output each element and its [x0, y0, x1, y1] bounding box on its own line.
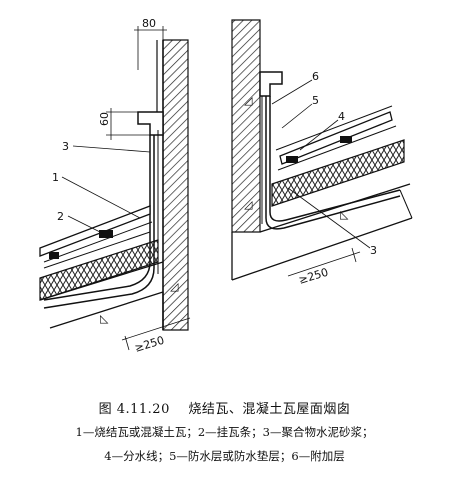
right-tile-layer	[279, 111, 393, 165]
dim-250-right-label: ≥250	[297, 266, 330, 287]
left-insulation	[39, 239, 159, 301]
left-detail: ◿ ◺ 80 60 ≥250 3 1 2	[39, 17, 191, 355]
svg-text:◿: ◿	[244, 94, 253, 107]
right-label-6: 6	[312, 70, 319, 83]
right-label-4: 4	[338, 110, 345, 123]
right-label-5: 5	[312, 94, 319, 107]
legend-line-2: 4—分水线；5—防水层或防水垫层；6—附加层	[104, 449, 345, 463]
figure-caption: 图 4.11.20 烧结瓦、混凝土瓦屋面烟囱	[0, 398, 449, 417]
left-label-3: 3	[62, 140, 69, 153]
right-cap-flashing	[259, 71, 283, 97]
right-insulation	[271, 139, 405, 207]
left-label-2: 2	[57, 210, 64, 223]
figure-title: 烧结瓦、混凝土瓦屋面烟囱	[188, 402, 351, 417]
dim-250-left-label: ≥250	[133, 334, 166, 355]
svg-text:◿: ◿	[244, 198, 253, 211]
dim-80-label: 80	[142, 17, 156, 30]
right-batten	[340, 136, 352, 143]
left-cap-flashing	[137, 111, 164, 136]
left-label-1: 1	[52, 171, 59, 184]
left-tile-layer	[39, 205, 151, 257]
svg-text:◺: ◺	[340, 208, 349, 221]
figure-number: 图 4.11.20	[98, 402, 170, 417]
legend-line-1: 1—烧结瓦或混凝土瓦；2—挂瓦条；3—聚合物水泥砂浆；	[75, 425, 374, 439]
chimney-flashing-diagram: ◿ ◺ 80 60 ≥250 3 1 2	[39, 17, 413, 355]
left-batten	[99, 230, 113, 238]
dim-60-label: 60	[98, 112, 111, 126]
svg-text:◿: ◿	[170, 280, 179, 293]
right-detail: ◺ ◿ ◿ ≥250 6 5 4 3	[231, 19, 413, 287]
svg-text:◺: ◺	[100, 312, 109, 325]
right-label-3: 3	[370, 244, 377, 257]
